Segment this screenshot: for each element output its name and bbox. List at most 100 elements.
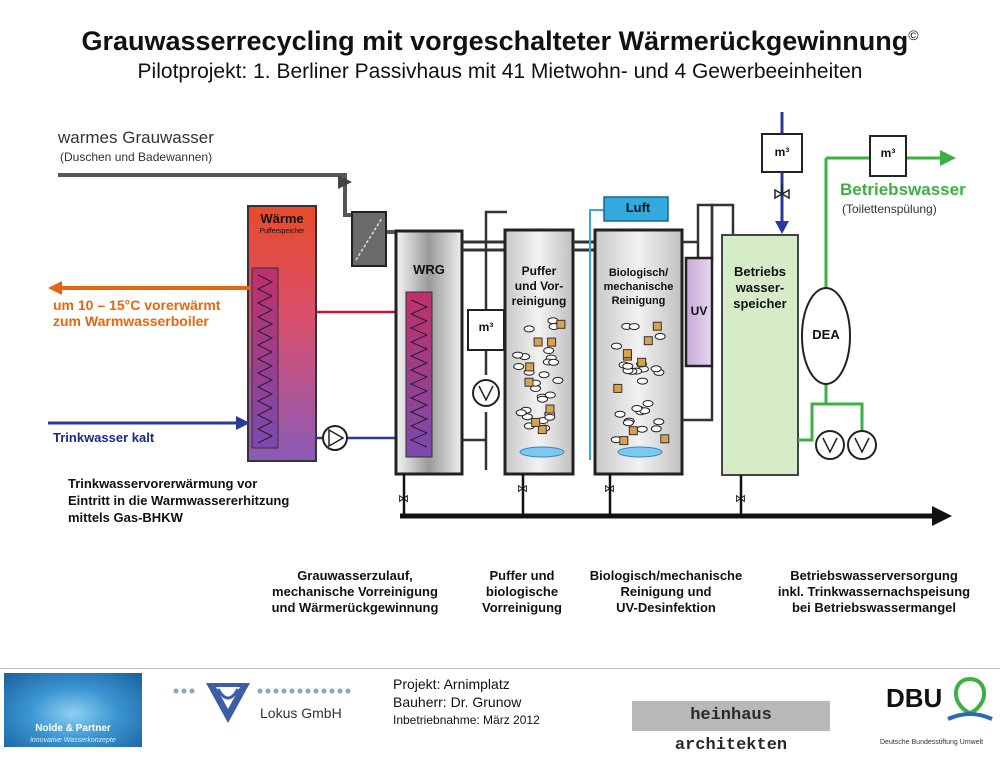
- stage-1-line-1: Grauwasserzulauf,: [297, 568, 413, 583]
- puffer-label-1: Puffer: [521, 264, 557, 278]
- stage-4-line-2: inkl. Trinkwassernachspeisung: [777, 584, 971, 599]
- carrier-media: [547, 337, 557, 347]
- stage-caption-2: Puffer und biologische Vorreinigung: [462, 568, 582, 616]
- drain-line: ⋈ ⋈ ⋈ ⋈: [398, 474, 952, 526]
- carrier-media: [643, 336, 653, 346]
- bubble: [513, 363, 525, 370]
- meter-3-label: m³: [880, 146, 896, 160]
- project-info: Projekt: Arnimplatz Bauherr: Dr. Grunow …: [393, 675, 540, 729]
- wrg-zigzag: [409, 299, 429, 448]
- lokus-name: Lokus GmbH: [260, 705, 342, 721]
- bubble: [650, 365, 662, 373]
- preheated-outlet-pipe: [48, 281, 250, 295]
- service-tank-label-3: speicher: [733, 296, 787, 311]
- bio-bubbles: [610, 321, 670, 446]
- service-water-pipes: [798, 150, 956, 442]
- carrier-media: [556, 319, 566, 329]
- bio-label-1: Biologisch/: [608, 267, 669, 279]
- carrier-media: [637, 357, 647, 367]
- dbu-logo-text: DBU: [886, 683, 943, 713]
- carrier-media: [531, 417, 541, 427]
- carrier-media: [619, 436, 629, 446]
- meter-1-label: m³: [478, 320, 494, 334]
- heinhaus-logo: heinhaus architekten: [632, 701, 830, 755]
- bio-tank: [593, 228, 684, 476]
- note-line-1: Trinkwasservorerwärmung vor: [68, 476, 258, 491]
- stage-4-line-3: bei Betriebswassermangel: [791, 600, 957, 615]
- heat-buffer-subtitle: Pufferspeicher: [259, 228, 305, 235]
- nolde-name: Nolde & Partner: [35, 723, 111, 734]
- footer: Nolde & Partner innovative Wasserkonzept…: [0, 668, 1000, 755]
- stage-caption-3: Biologisch/mechanische Reinigung und UV-…: [582, 568, 750, 616]
- svg-text:⋈: ⋈: [517, 483, 528, 495]
- bubble: [636, 425, 648, 433]
- bubble: [654, 332, 666, 340]
- meter-2-label: m³: [774, 145, 790, 159]
- page-subtitle: Pilotprojekt: 1. Berliner Passivhaus mit…: [137, 60, 863, 83]
- dea-vessel: [801, 287, 851, 385]
- carrier-media: [613, 383, 623, 393]
- heat-buffer-coil: [251, 267, 279, 449]
- bubble: [637, 377, 648, 385]
- dbu-leaf-icon: [947, 676, 993, 721]
- preheat-label-2: zum Warmwasserboiler: [53, 313, 209, 329]
- svg-text:⋈: ⋈: [735, 493, 746, 505]
- bio-label-2: mechanische: [603, 281, 674, 293]
- stage-2-line-3: Vorreinigung: [482, 600, 562, 615]
- bubble: [631, 405, 643, 412]
- makeup-water-pipe: [775, 112, 789, 234]
- stage-3-line-3: UV-Desinfektion: [616, 600, 716, 615]
- bubble: [650, 425, 662, 433]
- heat-buffer-zigzag: [256, 274, 274, 444]
- copyright-mark: ©: [908, 27, 919, 43]
- toilet-label: (Toilettenspülung): [842, 202, 937, 216]
- page-title: Grauwasserrecycling mit vorgeschalteter …: [0, 26, 1000, 57]
- note-line-2: Eintritt in die Warmwassererhitzung: [68, 493, 290, 508]
- dbu-subtitle: Deutsche Bundesstiftung Umwelt: [880, 739, 984, 746]
- svg-text:⋈: ⋈: [604, 483, 615, 495]
- note-line-3: mittels Gas-BHKW: [68, 510, 183, 525]
- puffer-label-2: und Vor-: [514, 279, 564, 293]
- service-pump-1: [815, 430, 845, 460]
- warm-greywater-pipe: [58, 173, 398, 234]
- bubble: [611, 342, 622, 350]
- puffer-bio-pipes: [573, 209, 597, 260]
- commissioning-date: Inbetriebnahme: März 2012: [393, 713, 540, 727]
- uv-label: UV: [690, 304, 708, 318]
- stage-2-line-1: Puffer und: [489, 568, 555, 583]
- bubble: [614, 410, 626, 418]
- circulation-pump: [322, 425, 348, 451]
- process-diagram: ⋈ ⋈ ⋈ ⋈: [48, 112, 956, 526]
- bubble: [544, 413, 556, 421]
- stage-1-line-3: und Wärmerückgewinnung: [271, 600, 439, 615]
- stage-3-line-1: Biologisch/mechanische: [589, 568, 743, 583]
- bubble: [552, 376, 564, 384]
- heat-buffer-title: Wärme: [260, 211, 304, 226]
- lokus-logo-icon: [173, 683, 351, 723]
- bubble: [622, 362, 634, 370]
- stage-2-line-2: biologische: [485, 584, 559, 599]
- dea-label: DEA: [812, 327, 840, 342]
- carrier-media: [545, 404, 555, 414]
- bubble: [538, 371, 550, 379]
- bubble: [537, 395, 548, 403]
- carrier-media: [524, 377, 534, 387]
- bio-uv-pipes: [682, 203, 735, 422]
- meter-box-1: [467, 309, 505, 351]
- makeup-valve: [774, 184, 790, 200]
- bubble: [544, 391, 556, 399]
- meter-box-3: [869, 135, 907, 177]
- nolde-partner-logo: Nolde & Partner innovative Wasserkonzept…: [4, 673, 142, 747]
- warm-greywater-sublabel: (Duschen und Badewannen): [60, 150, 213, 164]
- air-supply-pipe: [589, 209, 604, 460]
- puffer-aerator: [519, 446, 565, 458]
- prefilter-box: [351, 211, 387, 267]
- carrier-media: [628, 426, 638, 436]
- service-pump-2: [847, 430, 877, 460]
- nolde-tagline: innovative Wasserkonzepte: [30, 737, 116, 744]
- cold-water-label: Trinkwasser kalt: [53, 430, 155, 445]
- stage-1-line-2: mechanische Vorreinigung: [272, 584, 438, 599]
- carrier-media: [525, 362, 535, 372]
- uv-unit: [684, 256, 714, 368]
- meter-box-2: [761, 133, 803, 173]
